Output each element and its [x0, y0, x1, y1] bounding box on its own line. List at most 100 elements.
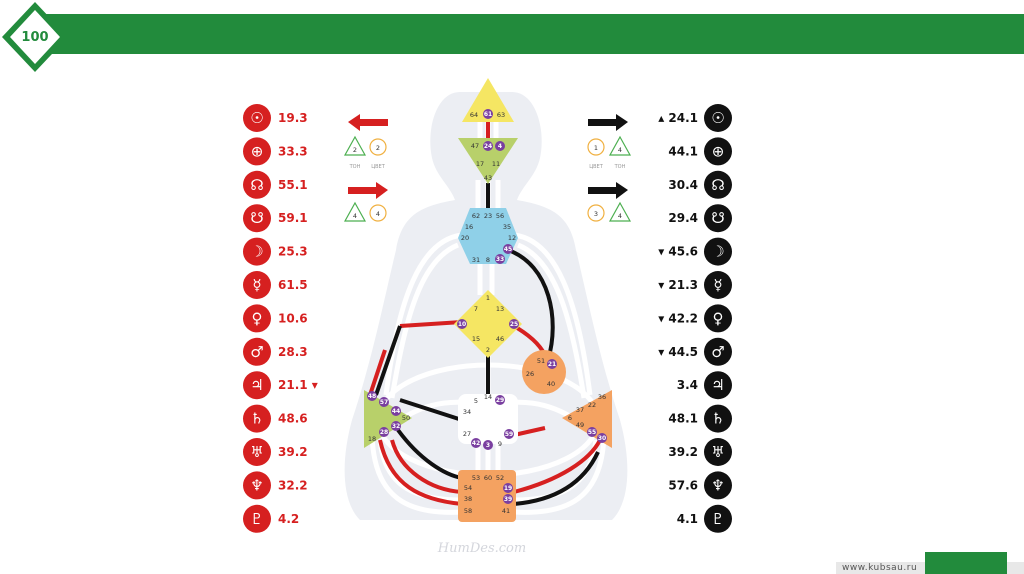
svg-text:29: 29	[496, 397, 504, 404]
planet-value: ▾ 21.3	[658, 278, 698, 292]
planet-glyph: ♆	[711, 476, 724, 494]
svg-text:49: 49	[576, 421, 584, 429]
planet-value: 10.6	[278, 311, 308, 325]
g-center	[454, 290, 522, 358]
svg-text:33: 33	[496, 256, 504, 263]
svg-text:ЦВЕТ: ЦВЕТ	[371, 164, 385, 170]
svg-text:26: 26	[526, 370, 534, 378]
header-bar	[40, 14, 1024, 54]
design-planet-row: ♇4.2	[243, 504, 299, 533]
logo-icon[interactable]: 100	[0, 0, 70, 74]
svg-text:28: 28	[380, 429, 388, 436]
mars-icon	[243, 337, 271, 366]
planet-value: 61.5	[278, 278, 308, 292]
variable-left-bottom: 4 4	[343, 182, 388, 222]
planet-value: 3.4	[677, 378, 698, 392]
svg-text:2: 2	[486, 346, 490, 354]
personality-planet-row: 3.4♃	[677, 371, 732, 400]
mars-icon	[704, 337, 732, 366]
svg-text:4: 4	[618, 146, 622, 154]
svg-text:ЦВЕТ: ЦВЕТ	[589, 164, 603, 170]
svg-text:5: 5	[474, 397, 478, 405]
svg-text:15: 15	[472, 335, 480, 343]
design-planet-row: ♆ 32.2	[243, 471, 308, 500]
sun-icon	[243, 104, 271, 132]
svg-text:32: 32	[392, 423, 400, 430]
svg-text:16: 16	[465, 223, 473, 231]
mercury-icon	[243, 271, 271, 299]
planet-value: 57.6	[668, 478, 698, 492]
arrow-right-icon	[588, 182, 628, 199]
svg-text:64: 64	[470, 111, 478, 119]
svg-text:10: 10	[458, 321, 466, 328]
arrow-right-icon	[588, 114, 628, 131]
svg-text:47: 47	[471, 142, 479, 150]
svg-text:57: 57	[380, 399, 388, 406]
venus-icon	[704, 304, 732, 333]
planet-value: 32.2	[278, 478, 308, 492]
svg-text:3: 3	[594, 210, 598, 218]
mercury-icon	[704, 271, 732, 299]
svg-text:4: 4	[498, 143, 502, 150]
svg-text:50: 50	[402, 414, 410, 422]
svg-text:3: 3	[486, 442, 490, 449]
planet-glyph: ☉	[250, 109, 263, 127]
planet-value: 48.6	[278, 412, 308, 426]
svg-text:43: 43	[484, 174, 492, 182]
earth-icon	[704, 137, 732, 166]
planet-glyph: ☋	[250, 209, 263, 227]
planet-glyph: ☉	[711, 109, 724, 127]
planet-value: ▾ 45.6	[658, 245, 698, 259]
planet-glyph: ♆	[250, 476, 263, 494]
svg-text:60: 60	[484, 474, 492, 482]
svg-text:58: 58	[464, 507, 472, 515]
svg-text:44: 44	[392, 408, 400, 415]
spleen-center	[364, 390, 412, 448]
svg-text:11: 11	[492, 160, 500, 168]
design-planet-row: ☋ 59.1	[243, 204, 308, 233]
planet-value: ▾ 44.5	[658, 345, 698, 359]
svg-text:62: 62	[472, 212, 480, 220]
personality-planet-row: 48.1 ♄	[668, 404, 732, 433]
moon-icon	[243, 237, 271, 266]
svg-text:9: 9	[498, 440, 502, 448]
planet-value: 48.1	[668, 412, 698, 426]
planet-value: 30.4	[668, 178, 698, 192]
pluto-icon	[704, 504, 732, 533]
svg-text:ТОН: ТОН	[349, 164, 361, 170]
svg-text:38: 38	[464, 495, 472, 503]
svg-text:34: 34	[463, 408, 471, 416]
planet-glyph: ♄	[711, 410, 724, 428]
planet-glyph: ☿	[713, 276, 722, 294]
svg-text:45: 45	[504, 246, 512, 253]
design-planet-row: ♃21.1 ▾	[243, 371, 318, 400]
footer-bar	[925, 552, 1007, 574]
footer-url[interactable]: www.kubsau.ru	[842, 563, 918, 573]
planet-value: 33.3	[278, 144, 308, 158]
earth-icon	[243, 137, 271, 166]
planet-glyph: ♀	[252, 309, 263, 327]
svg-text:46: 46	[496, 335, 504, 343]
svg-text:55: 55	[588, 429, 596, 436]
design-planets-column: ☉19.3⊕33.3☊55.1☋59.1☽25.3☿61.5♀10.6♂28.3…	[243, 104, 318, 533]
design-planet-row: ☉19.3	[243, 104, 308, 132]
saturn-icon	[243, 404, 271, 433]
svg-text:19: 19	[504, 485, 512, 492]
personality-planet-row: ▾ 45.6☽	[658, 237, 732, 266]
planet-glyph: ☊	[250, 176, 263, 194]
north-node-icon	[243, 170, 271, 199]
personality-planet-row: 57.6 ♆	[668, 471, 732, 500]
personality-planet-row: ▾ 21.3 ☿	[658, 271, 732, 299]
svg-text:35: 35	[503, 223, 511, 231]
svg-text:37: 37	[576, 406, 584, 414]
sacral-center	[458, 394, 518, 444]
jupiter-icon	[704, 371, 732, 400]
planet-value: 39.2	[278, 445, 308, 459]
svg-text:2: 2	[376, 144, 380, 152]
planet-value: 59.1	[278, 211, 308, 225]
svg-text:52: 52	[496, 474, 504, 482]
svg-text:48: 48	[368, 393, 376, 400]
arrow-right-icon	[348, 182, 388, 199]
svg-text:20: 20	[461, 234, 469, 242]
